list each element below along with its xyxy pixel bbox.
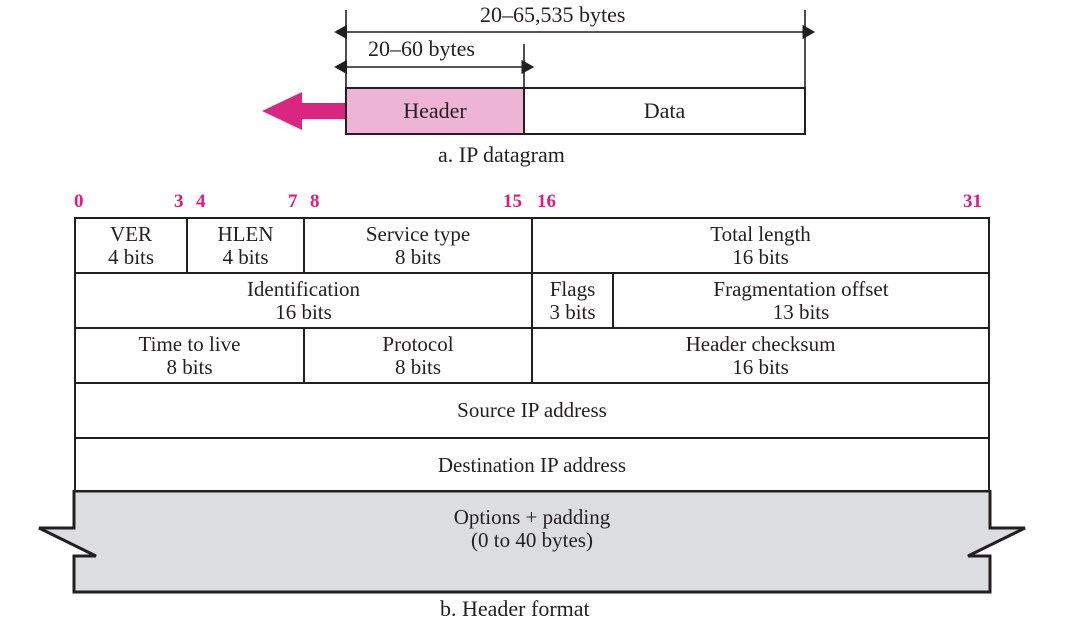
bit-tick-31: 31: [963, 191, 982, 212]
field-ver-size: 4 bits: [107, 244, 155, 269]
caption-part-a: a. IP datagram: [438, 142, 565, 167]
field-ver-name: VER: [110, 221, 152, 246]
field-options-padding: [20, 489, 1052, 594]
table-row: Source IP address: [76, 384, 988, 439]
bit-tick-15: 15: [503, 191, 522, 212]
field-options-padding-name: Options + padding: [453, 505, 611, 529]
field-total-length-name: Total length: [710, 221, 811, 246]
field-flags-name: Flags: [549, 276, 596, 301]
field-total-length-size: 16 bits: [732, 244, 789, 269]
field-fragmentation-offset-size: 13 bits: [772, 299, 830, 324]
field-destination-ip-address: Destination IP address: [76, 439, 988, 492]
field-total-length: Total length 16 bits: [533, 219, 988, 272]
total-length-dimension-label: 20–65,535 bytes: [480, 2, 626, 27]
field-fragmentation-offset: Fragmentation offset 13 bits: [614, 274, 988, 327]
table-row: Identification 16 bits Flags 3 bits Frag…: [76, 274, 988, 329]
field-hlen-name: HLEN: [217, 221, 274, 246]
field-flags: Flags 3 bits: [533, 274, 614, 327]
field-hlen-size: 4 bits: [222, 244, 269, 269]
field-identification-name: Identification: [246, 276, 361, 301]
field-time-to-live-name: Time to live: [138, 331, 241, 356]
table-row: VER 4 bits HLEN 4 bits Service type 8 bi…: [76, 219, 988, 274]
field-options-padding-text: Options + padding (0 to 40 bytes): [74, 506, 990, 552]
caption-part-b: b. Header format: [440, 596, 590, 621]
header-length-dimension-label: 20–60 bytes: [368, 36, 475, 61]
table-row: Destination IP address: [76, 439, 988, 494]
options-torn-shape: [38, 489, 1026, 594]
field-destination-ip-address-name: Destination IP address: [437, 453, 627, 477]
field-protocol: Protocol 8 bits: [305, 329, 533, 382]
field-time-to-live-size: 8 bits: [166, 354, 213, 379]
field-ver: VER 4 bits: [76, 219, 188, 272]
field-service-type: Service type 8 bits: [305, 219, 533, 272]
bit-tick-3: 3: [174, 191, 184, 212]
field-service-type-size: 8 bits: [394, 244, 442, 269]
field-service-type-name: Service type: [365, 221, 471, 246]
table-row: Time to live 8 bits Protocol 8 bits Head…: [76, 329, 988, 384]
field-identification: Identification 16 bits: [76, 274, 533, 327]
field-time-to-live: Time to live 8 bits: [76, 329, 305, 382]
field-fragmentation-offset-name: Fragmentation offset: [713, 276, 889, 301]
field-hlen: HLEN 4 bits: [188, 219, 305, 272]
bit-tick-8: 8: [310, 191, 320, 212]
ip-header-table: VER 4 bits HLEN 4 bits Service type 8 bi…: [74, 217, 990, 494]
datagram-header-label: Header: [403, 98, 467, 123]
bit-tick-0: 0: [74, 191, 84, 212]
bit-tick-16: 16: [537, 191, 556, 212]
field-protocol-name: Protocol: [382, 331, 454, 356]
field-options-padding-size: (0 to 40 bytes): [471, 528, 593, 552]
field-source-ip-address: Source IP address: [76, 384, 988, 437]
datagram-data-box: Data: [525, 87, 806, 135]
field-protocol-size: 8 bits: [394, 354, 442, 379]
field-header-checksum-size: 16 bits: [732, 354, 789, 379]
field-source-ip-address-name: Source IP address: [457, 398, 607, 422]
field-flags-size: 3 bits: [549, 299, 596, 324]
field-header-checksum-name: Header checksum: [685, 331, 836, 356]
header-pointer-arrow: [262, 92, 345, 130]
bit-tick-7: 7: [288, 191, 298, 212]
field-identification-size: 16 bits: [275, 299, 332, 324]
datagram-data-label: Data: [643, 98, 686, 123]
field-header-checksum: Header checksum 16 bits: [533, 329, 988, 382]
datagram-header-box: Header: [345, 87, 525, 135]
bit-tick-4: 4: [196, 191, 206, 212]
